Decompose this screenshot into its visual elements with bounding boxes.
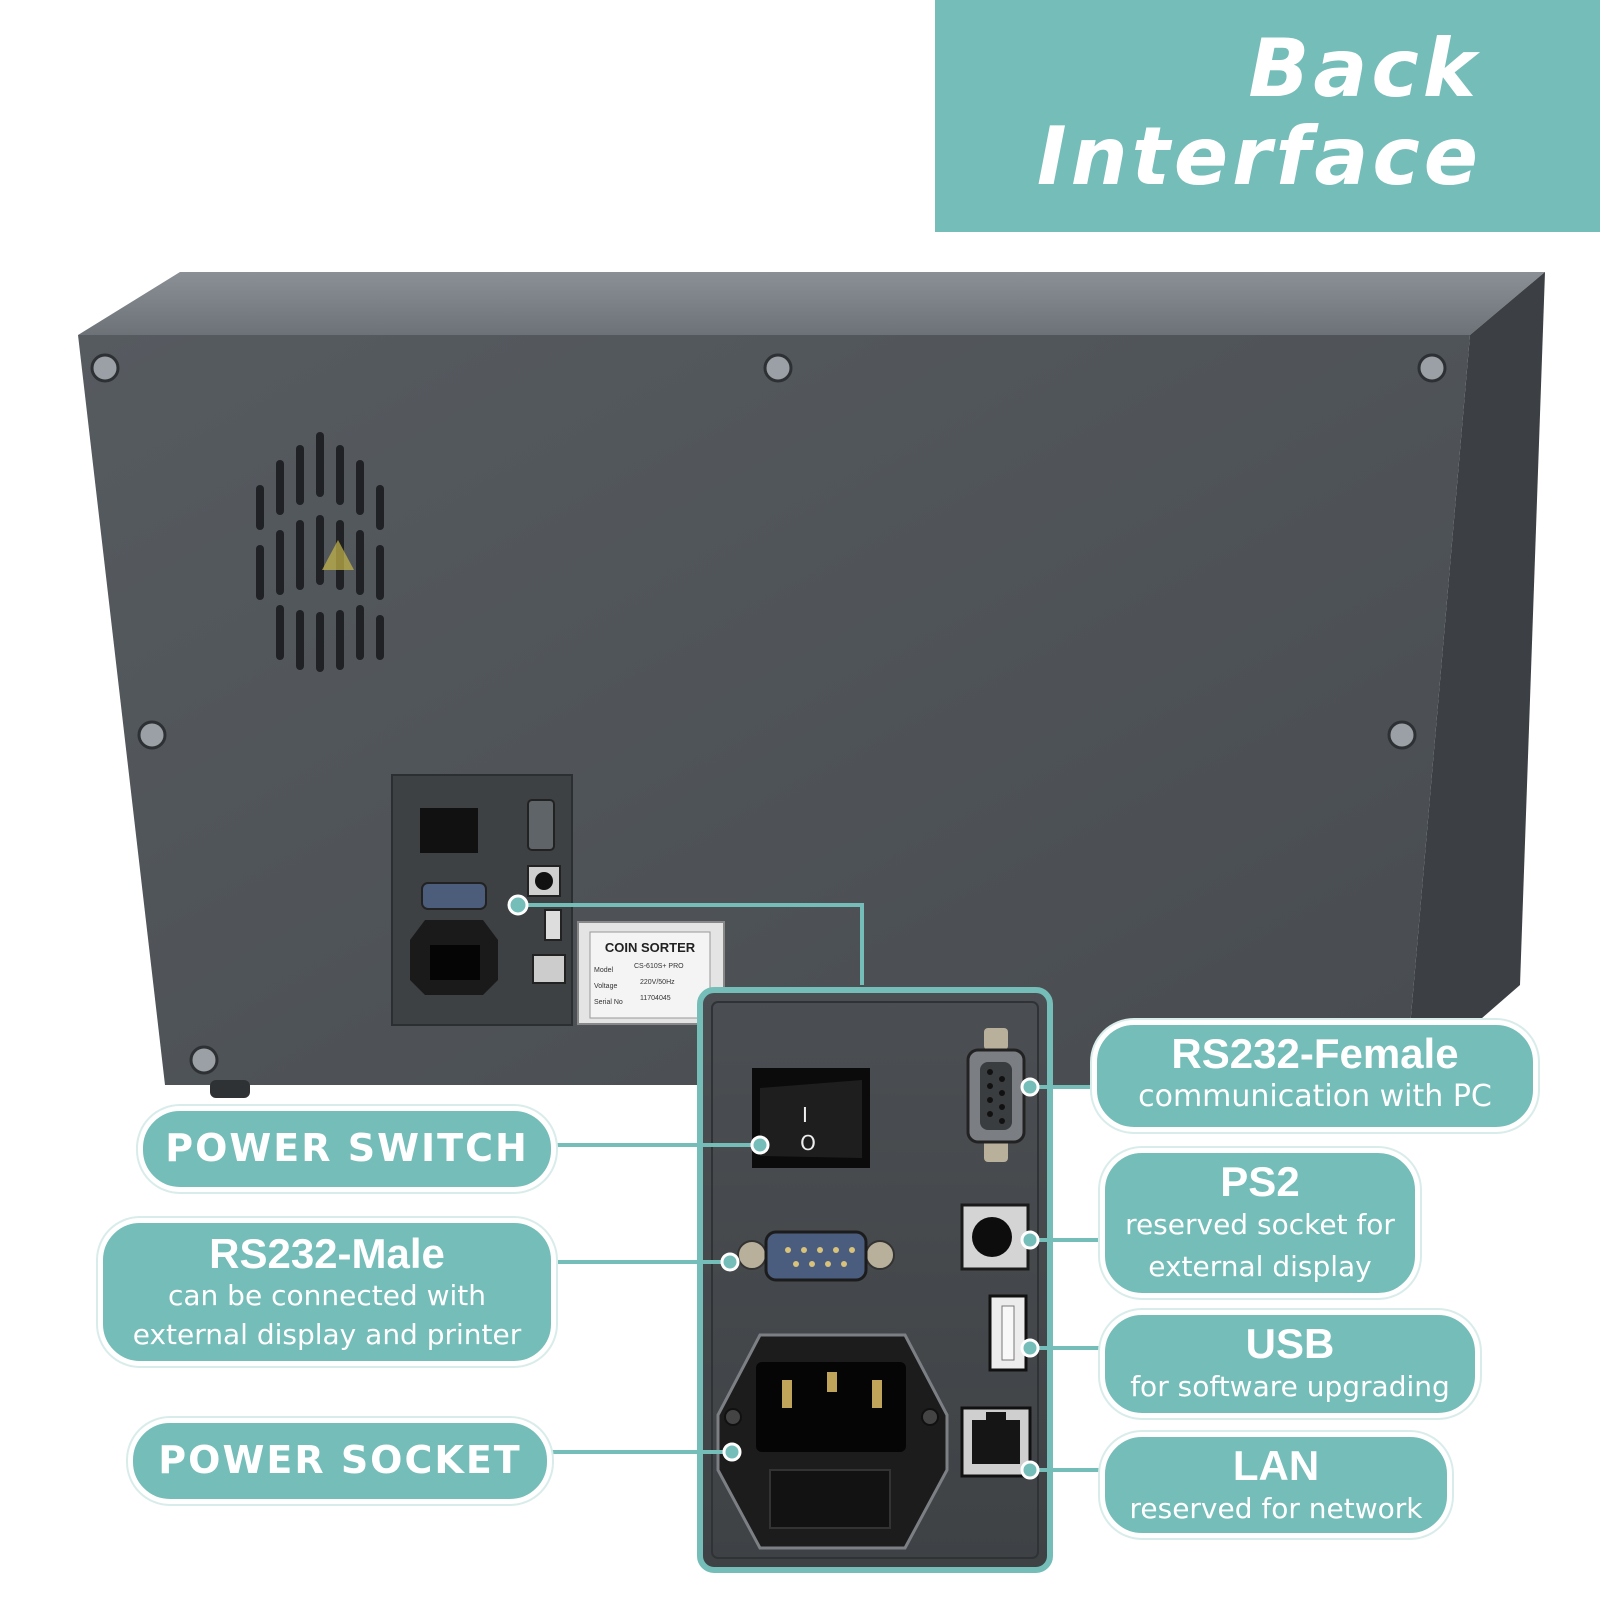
machine-body	[78, 272, 1545, 1098]
screw	[137, 720, 167, 750]
screw	[90, 353, 120, 383]
screw	[1417, 353, 1447, 383]
rs232-female-label: RS232-Female communication with PC	[1092, 1020, 1538, 1132]
rs232-male-label-head: RS232-Male	[209, 1230, 445, 1277]
plate-value-voltage: 220V/50Hz	[640, 979, 675, 986]
lan-port	[960, 1406, 1032, 1478]
rating-plate: COIN SORTER Model CS-610S+ PRO Voltage 2…	[577, 921, 725, 1025]
switch-on-mark: I	[802, 1103, 808, 1127]
rear-connector-panel	[391, 774, 573, 1026]
ps2-label: PS2 reserved socket for external display	[1100, 1148, 1420, 1298]
plate-label-voltage: Voltage	[594, 983, 617, 990]
plate-label-serial: Serial No	[594, 999, 623, 1006]
rs232-male-port	[737, 1230, 895, 1282]
lan-label-sub1: reserved for network	[1129, 1492, 1423, 1525]
zoom-connector	[507, 894, 864, 985]
screw	[189, 1045, 219, 1075]
machine-foot	[210, 1080, 250, 1098]
title-line-2: Interface	[1036, 110, 1482, 203]
rs232-female-port	[966, 1028, 1026, 1162]
switch-off-mark: O	[800, 1131, 816, 1155]
power-switch: I O	[752, 1068, 870, 1168]
power-switch-label: POWER SWITCH	[138, 1106, 556, 1192]
rs232-male-label-sub2: external display and printer	[132, 1318, 522, 1351]
small-db9-female	[527, 799, 555, 851]
plate-header: COIN SORTER	[605, 940, 696, 955]
plate-value-serial: 11704045	[640, 995, 671, 1002]
lan-label: LAN reserved for network	[1100, 1432, 1452, 1538]
rs232-male-label: RS232-Male can be connected with externa…	[98, 1218, 556, 1366]
plate-value-model: CS-610S+ PRO	[634, 963, 684, 970]
small-db9-male	[421, 882, 487, 910]
machine-top	[78, 272, 1545, 335]
vent-grille	[256, 432, 384, 672]
ps2-label-sub1: reserved socket for	[1125, 1208, 1395, 1241]
screws	[90, 353, 1447, 1075]
small-power-switch	[420, 808, 478, 853]
usb-port	[988, 1294, 1028, 1372]
ps2-label-head: PS2	[1220, 1158, 1300, 1205]
lan-label-head: LAN	[1232, 1442, 1320, 1489]
usb-label: USB for software upgrading	[1100, 1310, 1480, 1418]
title-banner: Back Interface	[935, 0, 1600, 232]
screw	[1387, 720, 1417, 750]
rs232-female-label-head: RS232-Female	[1171, 1030, 1459, 1077]
rs232-female-label-sub1: communication with PC	[1138, 1079, 1492, 1114]
small-lan-port	[532, 954, 566, 984]
power-socket-label: POWER SOCKET	[128, 1418, 552, 1504]
power-socket	[716, 1333, 949, 1550]
usb-label-head: USB	[1245, 1320, 1335, 1367]
machine-side	[1405, 272, 1545, 1085]
usb-label-sub1: for software upgrading	[1130, 1370, 1450, 1403]
leader-lines	[548, 1077, 1100, 1480]
title-line-1: Back	[1248, 22, 1480, 115]
zoom-panel: I O	[697, 987, 1053, 1573]
power-switch-label-head: POWER SWITCH	[165, 1126, 529, 1170]
ps2-label-sub2: external display	[1148, 1250, 1372, 1283]
plate-label-model: Model	[594, 967, 614, 974]
power-socket-label-head: POWER SOCKET	[158, 1438, 522, 1482]
machine-back-panel	[78, 335, 1470, 1085]
small-usb-port	[544, 909, 562, 941]
rs232-male-label-sub1: can be connected with	[167, 1279, 487, 1312]
ps2-port	[960, 1203, 1030, 1271]
screw	[763, 353, 793, 383]
